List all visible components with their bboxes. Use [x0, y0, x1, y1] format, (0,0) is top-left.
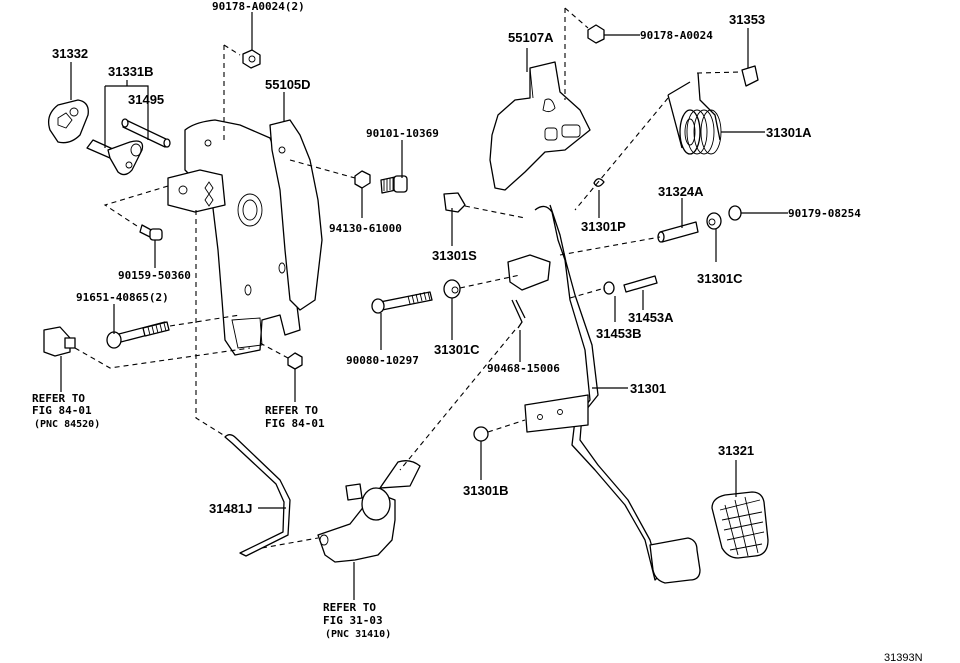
label-31321[interactable]: 31321: [718, 443, 754, 458]
label-31331B[interactable]: 31331B: [108, 64, 154, 79]
label-31301P[interactable]: 31301P: [581, 219, 626, 234]
label-94130-61000[interactable]: 94130-61000: [329, 222, 402, 235]
figure-code: 31393N: [884, 652, 923, 663]
part-clutch-master-cylinder[interactable]: [317, 460, 421, 563]
reference-switch-line1: REFER TO: [32, 392, 85, 405]
part-31301-pedal-arm[interactable]: [507, 204, 701, 584]
reference-master-cylinder-line1: REFER TO: [323, 601, 376, 614]
assembly-lines: [74, 7, 743, 549]
label-90178-A0024-2[interactable]: 90178-A0024(2): [212, 0, 305, 13]
label-31353[interactable]: 31353: [729, 12, 765, 27]
part-31301B-cushion[interactable]: [473, 426, 489, 442]
part-31321-pedal-pad[interactable]: [711, 491, 769, 559]
label-31301[interactable]: 31301: [630, 381, 666, 396]
part-bracket-nut[interactable]: [287, 352, 303, 370]
reference-switch-line2: FIG 84-01: [32, 404, 92, 417]
part-31301S-stopper[interactable]: [443, 192, 466, 213]
part-90159-50360-screw[interactable]: [139, 224, 163, 241]
reference-switch-line3: (PNC 84520): [34, 419, 100, 430]
part-31453B-bushing[interactable]: [603, 281, 615, 295]
reference-switch[interactable]: REFER TO FIG 84-01 (PNC 84520): [32, 392, 100, 430]
part-55107A-bracket[interactable]: [489, 61, 591, 191]
label-90468-15006[interactable]: 90468-15006: [487, 362, 560, 375]
label-31495[interactable]: 31495: [128, 92, 164, 107]
label-31332[interactable]: 31332: [52, 46, 88, 61]
label-31453B[interactable]: 31453B: [596, 326, 642, 341]
part-90080-10297-bolt[interactable]: [371, 291, 433, 314]
reference-master-cylinder[interactable]: REFER TO FIG 31-03 (PNC 31410): [323, 601, 391, 640]
part-90101-10369-bolt[interactable]: [380, 175, 408, 194]
part-31324A-collar[interactable]: [657, 221, 699, 243]
label-31301C-right[interactable]: 31301C: [697, 271, 743, 286]
part-90468-15006-clip[interactable]: [511, 299, 526, 329]
reference-master-cylinder-line3: (PNC 31410): [325, 629, 391, 640]
part-stop-light-switch[interactable]: [43, 326, 76, 357]
part-31301C-bushing-left[interactable]: [443, 279, 461, 299]
label-31324A[interactable]: 31324A: [658, 184, 704, 199]
part-90178-A0024-nut[interactable]: [242, 49, 261, 69]
reference-nut[interactable]: REFER TO FIG 84-01: [265, 404, 325, 430]
part-31481J-tube[interactable]: [224, 434, 291, 557]
label-55105D[interactable]: 55105D: [265, 77, 311, 92]
part-31495-pin[interactable]: [121, 118, 171, 148]
reference-master-cylinder-line2: FIG 31-03: [323, 614, 383, 627]
part-31301P-clip[interactable]: [593, 178, 605, 187]
label-55107A[interactable]: 55107A: [508, 30, 554, 45]
label-31481J[interactable]: 31481J: [209, 501, 252, 516]
label-90179-08254[interactable]: 90179-08254: [788, 207, 861, 220]
label-31301C-left[interactable]: 31301C: [434, 342, 480, 357]
part-31301C-bushing-right[interactable]: [706, 212, 722, 230]
leader-lines: [60, 12, 788, 600]
part-31353-cushion[interactable]: [741, 65, 759, 87]
label-90080-10297[interactable]: 90080-10297: [346, 354, 419, 367]
label-90159-50360[interactable]: 90159-50360: [118, 269, 191, 282]
label-90101-10369[interactable]: 90101-10369: [366, 127, 439, 140]
part-31453A-pin[interactable]: [623, 275, 658, 293]
label-91651-40865-2[interactable]: 91651-40865(2): [76, 291, 169, 304]
part-90178-A0024-nut-right[interactable]: [587, 24, 605, 44]
label-31301A[interactable]: 31301A: [766, 125, 812, 140]
part-94130-61000-nut[interactable]: [354, 170, 371, 189]
part-31332-clip[interactable]: [47, 99, 89, 144]
part-90179-08254-nut[interactable]: [728, 205, 742, 221]
label-90178-A0024[interactable]: 90178-A0024: [640, 29, 713, 42]
part-31331B-bracket[interactable]: [86, 139, 144, 176]
label-31301S[interactable]: 31301S: [432, 248, 477, 263]
part-55105D-bracket[interactable]: [167, 119, 323, 356]
reference-nut-line2: FIG 84-01: [265, 417, 325, 430]
reference-nut-line1: REFER TO: [265, 404, 318, 417]
label-31301B[interactable]: 31301B: [463, 483, 509, 498]
part-91651-40865-bolt[interactable]: [106, 321, 170, 349]
label-31453A[interactable]: 31453A: [628, 310, 674, 325]
part-31301A-spring[interactable]: [667, 72, 722, 155]
